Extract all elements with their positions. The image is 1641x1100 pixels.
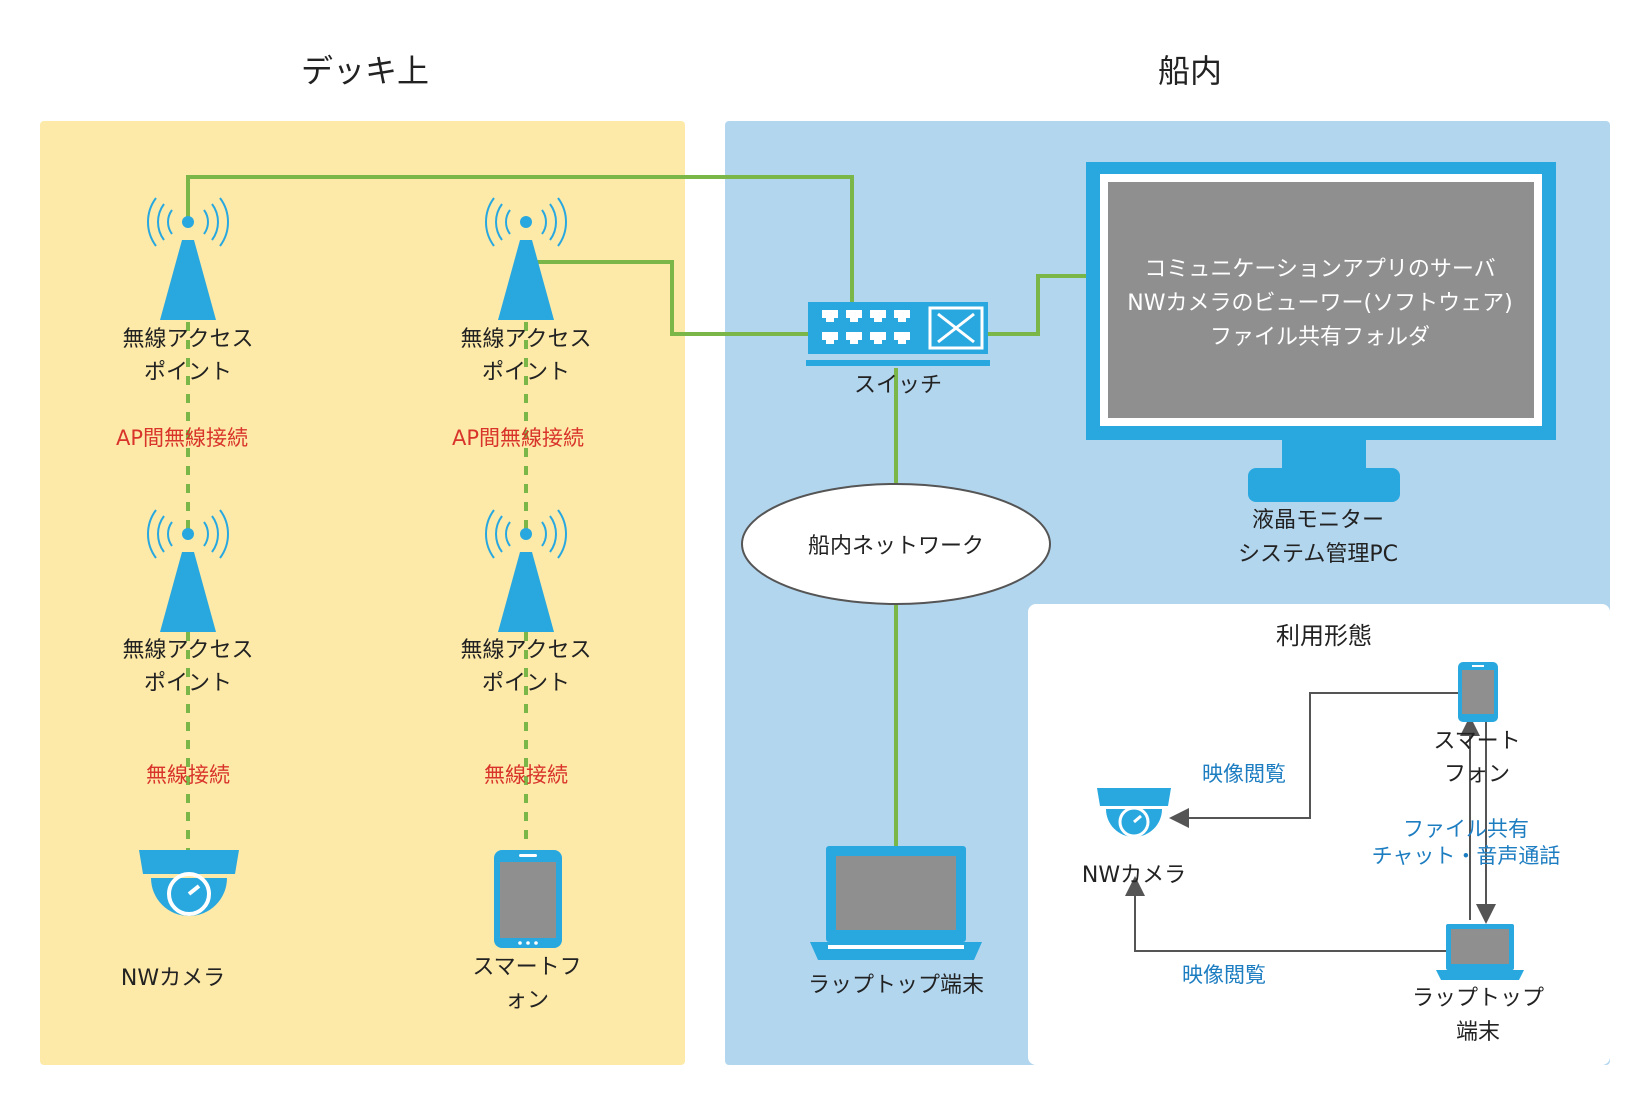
monitor-icon — [1086, 162, 1556, 502]
wireless-link-label: 無線接続 — [484, 763, 568, 787]
camera-label: NWカメラ — [121, 966, 225, 991]
monitor-caption: 液晶モニター — [1252, 508, 1384, 533]
access-point-icon — [485, 197, 567, 320]
wireless-links — [186, 322, 528, 850]
access-point-icon — [147, 509, 229, 632]
share-label: チャット・音声通話 — [1372, 844, 1561, 868]
cable-ap1-switch — [186, 175, 854, 305]
deck-area — [40, 121, 685, 1065]
usage-laptop-label: ラップトップ — [1412, 986, 1544, 1011]
ap-label: ポイント — [482, 360, 570, 385]
ship-network-ellipse — [741, 483, 1051, 605]
laptop-icon — [1436, 924, 1524, 980]
smartphone-label: ォン — [505, 988, 549, 1013]
cable-switch-monitor — [987, 274, 1088, 336]
smartphone-icon — [494, 850, 562, 948]
ap-label: ポイント — [144, 671, 232, 696]
ap-label: ポイント — [482, 671, 570, 696]
deck-section-title: デッキ上 — [301, 52, 429, 90]
switch-icon — [806, 302, 990, 366]
monitor-text-line: コミュニケーションアプリのサーバ — [1144, 257, 1495, 282]
share-label: ファイル共有 — [1403, 817, 1529, 841]
usage-arrows — [1125, 692, 1496, 952]
smartphone-label: スマートフ — [472, 955, 581, 980]
wireless-link-label: 無線接続 — [146, 763, 230, 787]
ap-label: 無線アクセス — [123, 327, 254, 352]
cable-ap2-switch — [530, 260, 808, 336]
monitor-caption: システム管理PC — [1238, 542, 1398, 567]
usage-phone-label: フォン — [1444, 762, 1510, 787]
usage-laptop-label: 端末 — [1456, 1020, 1500, 1045]
switch-label: スイッチ — [854, 373, 942, 398]
access-point-icon — [485, 509, 567, 632]
ship-section-title: 船内 — [1158, 52, 1222, 90]
ap-label: 無線アクセス — [461, 638, 592, 663]
video-view-label: 映像閲覧 — [1202, 762, 1286, 786]
ship-network-label: 船内ネットワーク — [808, 534, 984, 559]
network-cables — [186, 175, 1088, 846]
laptop-label: ラップトップ端末 — [808, 973, 984, 998]
monitor-text-line: NWカメラのビューワー(ソフトウェア) — [1127, 291, 1512, 316]
usage-title: 利用形態 — [1276, 622, 1372, 650]
access-point-icon — [147, 197, 229, 320]
ap-label: 無線アクセス — [461, 327, 592, 352]
camera-icon — [139, 850, 239, 916]
usage-phone-label: スマート — [1433, 729, 1520, 754]
smartphone-icon — [1458, 662, 1498, 722]
ap-link-label: AP間無線接続 — [116, 426, 248, 450]
usage-camera-label: NWカメラ — [1082, 863, 1186, 888]
monitor-text-line: ファイル共有フォルダ — [1210, 325, 1430, 350]
laptop-icon — [810, 846, 982, 960]
ap-label: ポイント — [144, 360, 232, 385]
ap-label: 無線アクセス — [123, 638, 254, 663]
ap-link-label: AP間無線接続 — [452, 426, 584, 450]
camera-icon — [1097, 788, 1171, 838]
video-view-label: 映像閲覧 — [1182, 963, 1266, 987]
